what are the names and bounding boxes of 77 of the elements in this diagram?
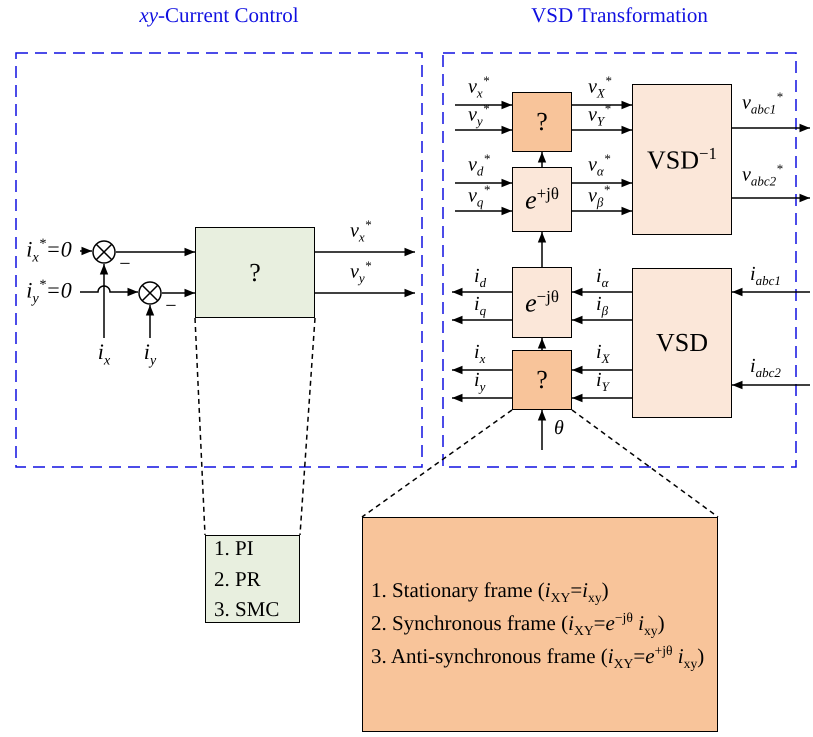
- arrow: [455, 126, 512, 134]
- block-label: VSD$^{−1}$: [647, 144, 717, 176]
- edge-label: i$_{x}$: [474, 342, 486, 365]
- arrow: [100, 264, 108, 338]
- arrow: [452, 288, 512, 296]
- arrow: [146, 305, 154, 338]
- note-box: [205, 535, 300, 623]
- list-item: 1. Stationary frame (i$_{XY}$=i$_{xy}$): [371, 577, 610, 608]
- edge-label: i$_{β}$: [596, 294, 608, 317]
- arrow: [732, 194, 810, 202]
- edge-label: i$_{abc2}$: [750, 356, 781, 379]
- arrow: [732, 380, 810, 390]
- arrow: [572, 126, 632, 134]
- arrow: [455, 100, 512, 110]
- arrow: [572, 206, 632, 216]
- arrow: [538, 410, 546, 450]
- frame-block: [512, 92, 572, 152]
- arrow: [572, 100, 632, 110]
- block-label: e$^{+jθ}$: [525, 184, 559, 216]
- arrow: [572, 394, 632, 402]
- arrow: [315, 288, 415, 298]
- arrow: [80, 246, 92, 256]
- arrow: [572, 366, 632, 374]
- arrow: [538, 338, 546, 350]
- arrow: [732, 288, 810, 296]
- arrow: [572, 316, 632, 324]
- list-item: 1. PI: [214, 535, 255, 562]
- arrow: [80, 285, 138, 296]
- block-label: VSD: [656, 328, 708, 358]
- arrow: [452, 366, 512, 374]
- edge-label: i$_{y}$: [474, 370, 486, 393]
- arrow: [452, 316, 512, 324]
- edge-label: i$_{X}$: [596, 342, 610, 365]
- edge-label: −: [118, 254, 132, 274]
- signal-label: i$_{x}$$^{*}$=0: [26, 236, 72, 266]
- arrow: [538, 152, 546, 167]
- edge-label: i$_{α}$: [596, 266, 608, 289]
- block-label: ?: [249, 258, 261, 288]
- leader-line: [362, 409, 512, 518]
- list-item: 3. Anti-synchronous frame (i$_{XY}$=e$^{+jθ}$ i$_{xy}$): [371, 642, 706, 674]
- block-label: ?: [536, 365, 548, 395]
- signal-label: i$_{y}$: [144, 338, 156, 370]
- edge-label: i$_{q}$: [474, 294, 486, 317]
- arrow: [572, 288, 632, 296]
- arrow: [455, 206, 512, 216]
- group-title: VSD Transformation: [530, 3, 709, 28]
- transform-block: [632, 268, 732, 418]
- leader-line: [194, 318, 206, 536]
- edge-label: i$_{abc1}$: [750, 264, 781, 287]
- transform-block: [632, 84, 732, 235]
- list-item: 2. PR: [214, 566, 262, 593]
- block-label: ?: [536, 107, 548, 137]
- edge-label: i$_{Y}$: [596, 370, 609, 393]
- leader-line: [299, 318, 316, 536]
- edge-label: −: [164, 296, 178, 316]
- arrow: [315, 248, 415, 256]
- edge-label: θ: [554, 418, 564, 438]
- list-item: 2. Synchronous frame (i$_{XY}$=e$^{−jθ}$ i$_{xy}$): [371, 609, 666, 640]
- block-label: e$^{−jθ}$: [525, 286, 559, 318]
- arrow: [452, 394, 512, 402]
- note-box: [362, 517, 718, 732]
- arrow: [162, 288, 195, 298]
- list-item: 3. SMC: [214, 596, 280, 624]
- controller-block: [195, 227, 315, 318]
- arrow: [116, 248, 195, 256]
- arrow: [572, 178, 632, 188]
- arrow: [732, 124, 810, 132]
- signal-label: i$_{y}$$^{*}$=0: [26, 276, 72, 308]
- group-title: xy-Current Control: [138, 3, 300, 28]
- arrow: [538, 232, 546, 267]
- rotation-block: [512, 267, 572, 338]
- edge-label: i$_{d}$: [474, 266, 486, 289]
- arrow: [455, 178, 512, 188]
- leader-line: [572, 409, 718, 518]
- frame-block: [512, 350, 572, 410]
- rotation-block: [512, 167, 572, 232]
- signal-label: i$_{x}$: [98, 338, 110, 370]
